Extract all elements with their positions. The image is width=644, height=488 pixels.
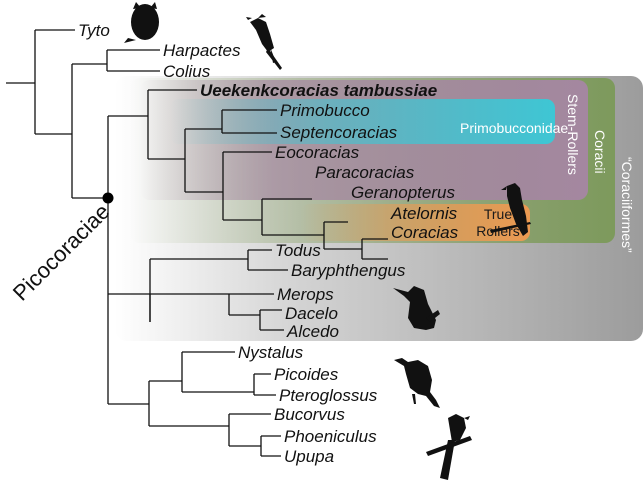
taxon-geranopterus: Geranopterus <box>351 183 455 202</box>
taxon-eocoracias: Eocoracias <box>275 143 360 162</box>
taxon-todus: Todus <box>275 241 321 260</box>
taxon-dacelo: Dacelo <box>285 304 338 323</box>
taxon-merops: Merops <box>277 285 334 304</box>
coraciiformes-label: “Coraciiformes” <box>619 157 635 253</box>
taxon-primobucco: Primobucco <box>280 101 370 120</box>
taxon-alcedo: Alcedo <box>286 322 339 341</box>
stem-rollers-label: Stem-Rollers <box>565 94 581 175</box>
tree-branches <box>6 29 388 457</box>
picocoraciae-node <box>102 192 114 204</box>
taxon-picoides: Picoides <box>274 365 339 384</box>
roller-silhouette <box>490 183 531 236</box>
taxon-bucorvus: Bucorvus <box>274 405 345 424</box>
taxon-septencoracias: Septencoracias <box>280 123 398 142</box>
taxon-paracoracias: Paracoracias <box>315 163 415 182</box>
true-rollers-label-line1: True <box>484 206 512 222</box>
owl-silhouette <box>124 2 159 43</box>
taxon-phoeniculus: Phoeniculus <box>284 427 377 446</box>
taxon-coracias: Coracias <box>391 223 459 242</box>
primobucconidae-label: Primobucconidae <box>460 120 568 136</box>
coracii-label: Coracii <box>592 130 608 174</box>
taxon-harpactes: Harpactes <box>163 41 241 60</box>
taxon-baryphthengus: Baryphthengus <box>291 261 406 280</box>
picocoraciae-label: Picocoraciae <box>8 199 115 306</box>
taxon-tyto: Tyto <box>78 21 110 40</box>
taxon-nystalus: Nystalus <box>238 343 304 362</box>
trogon-silhouette <box>246 14 282 70</box>
taxon-ueekenkcoracias: Ueekenkcoracias tambussiae <box>200 81 437 100</box>
taxon-colius: Colius <box>163 62 211 81</box>
woodhoopoe-silhouette <box>426 414 472 480</box>
true-rollers-box <box>300 204 530 241</box>
puffbird-silhouette <box>394 358 440 408</box>
kingfisher-silhouette <box>393 286 440 330</box>
taxon-atelornis: Atelornis <box>390 204 458 223</box>
taxon-pteroglossus: Pteroglossus <box>279 386 378 405</box>
taxon-upupa: Upupa <box>284 447 334 466</box>
